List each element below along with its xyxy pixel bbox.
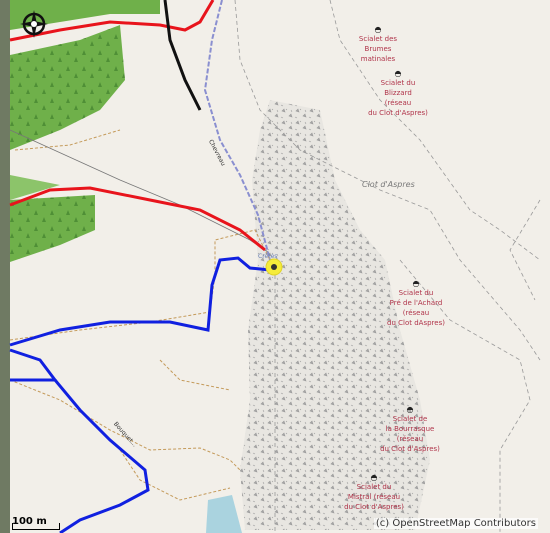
cave-name-line: Scialet des	[358, 35, 398, 43]
water-body	[206, 495, 242, 533]
rock-area	[240, 100, 430, 530]
terrain-strip	[0, 0, 10, 533]
cave-name-line: du Clot d'Aspres)	[368, 109, 428, 117]
cave-icon: ◓	[412, 279, 420, 288]
cave-name-line: du Clot dAspres)	[387, 319, 445, 327]
cave-name-line: Pré de l'Achard	[389, 299, 443, 307]
cave-label[interactable]: ◓ Scialet du Blizzard (réseau du Clot d'…	[360, 70, 436, 118]
cave-name-line: la Bourrasque	[385, 425, 435, 433]
forest-area	[10, 0, 160, 262]
cave-name-line: Brumes	[364, 45, 392, 53]
cave-name-line: du Clot d'Aspres)	[380, 445, 440, 453]
cave-name-line: matinales	[360, 55, 396, 63]
cave-label[interactable]: ◓ Scialet du Pré de l'Achard (réseau du …	[378, 280, 454, 328]
peak-label: Crêtes	[258, 253, 278, 260]
scale-label: 100 m	[12, 516, 47, 527]
primary-road	[9, 0, 266, 252]
area-label: Clot d'Aspres	[362, 180, 415, 189]
cave-name-line: du Clot d'Aspres)	[344, 503, 404, 511]
cave-icon: ◓	[370, 473, 378, 482]
cave-name-line: (réseau	[396, 435, 424, 443]
secondary-road	[163, 0, 202, 111]
cave-name-line: Scialet du	[380, 79, 416, 87]
footpath	[203, 0, 271, 261]
boundary-lines	[234, 0, 541, 533]
scale-bar	[12, 523, 60, 530]
cave-label[interactable]: ◓ Scialet du Mistral (réseau du Clot d'A…	[336, 474, 412, 512]
hiking-route	[9, 256, 271, 533]
cave-label[interactable]: ◓ Scialet des Brumes matinales	[352, 26, 404, 64]
attribution[interactable]: (c) OpenStreetMap Contributors	[373, 518, 538, 529]
cave-name-line: Blizzard	[384, 89, 412, 97]
cave-name-line: Mistral (réseau	[347, 493, 401, 501]
cave-label[interactable]: ◓ Scialet de la Bourrasque (réseau du Cl…	[372, 406, 448, 454]
cave-name-line: (réseau	[384, 99, 412, 107]
cave-name-line: (réseau	[402, 309, 430, 317]
location-marker[interactable]	[265, 258, 283, 276]
cave-name-line: Scialet de	[392, 415, 428, 423]
cave-icon: ◓	[394, 69, 402, 78]
cave-icon: ◓	[374, 25, 382, 34]
compass-icon[interactable]	[18, 8, 50, 40]
cave-name-line: Scialet du	[356, 483, 392, 491]
cave-icon: ◓	[406, 405, 414, 414]
cave-name-line: Scialet du	[398, 289, 434, 297]
